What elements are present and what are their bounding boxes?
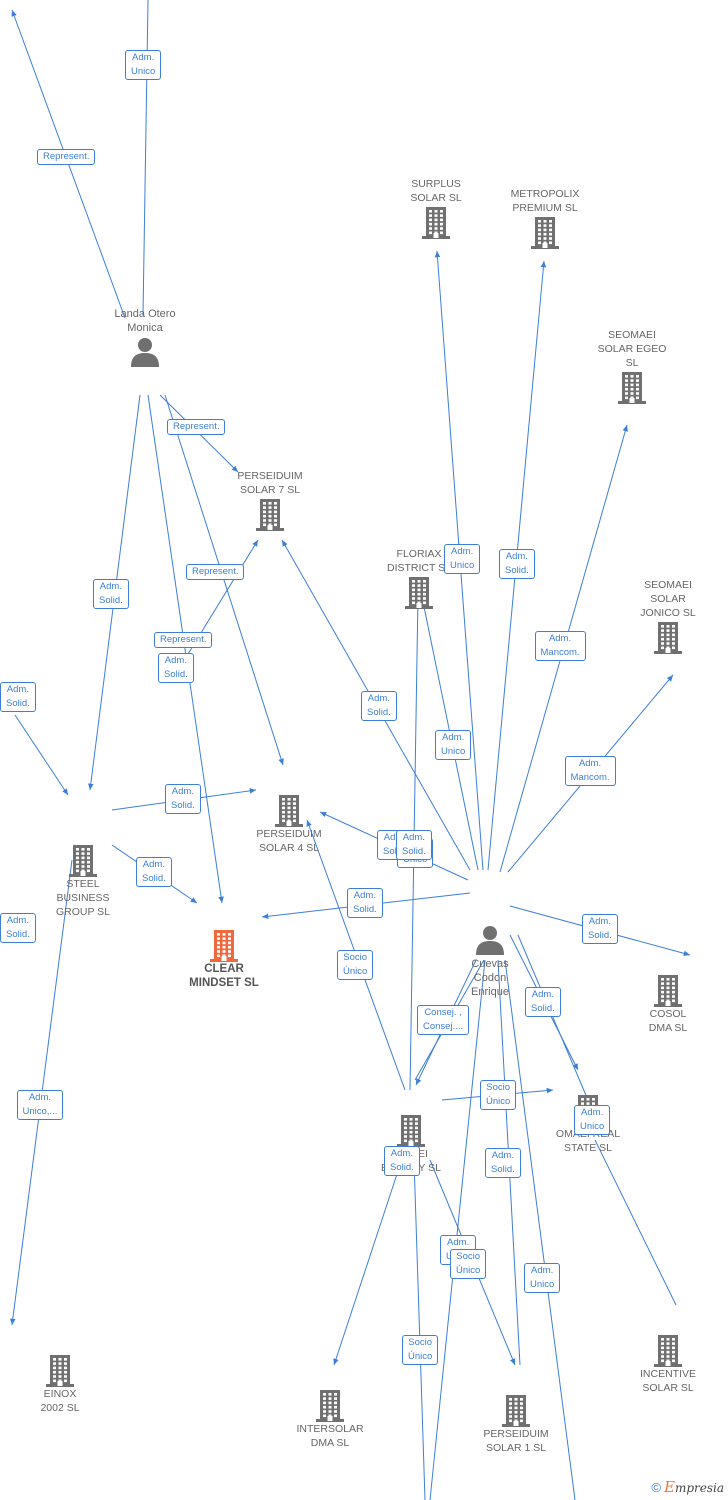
edge-label: Adm. Solid. — [384, 1146, 420, 1176]
node-surplus[interactable]: SURPLUS SOLAR SL — [376, 177, 496, 239]
node-perseiduim4[interactable]: PERSEIDUIM SOLAR 4 SL — [229, 793, 349, 855]
node-perseiduim7[interactable]: PERSEIDUIM SOLAR 7 SL — [210, 469, 330, 531]
edge-label: Adm. Unico — [444, 544, 481, 574]
edge-line — [413, 1159, 426, 1500]
copyright-symbol: © — [651, 1480, 661, 1495]
edge-label: Adm. Mancom. — [564, 756, 616, 786]
node-name: EINOX 2002 SL — [40, 1388, 80, 1414]
node-name: PERSEIDUIM SOLAR 4 SL — [256, 828, 322, 854]
edge-line — [594, 1139, 677, 1306]
building-icon — [618, 372, 646, 404]
node-name: SEOMAEI SOLAR JONICO SL — [640, 579, 696, 619]
node-cosol[interactable]: COSOL DMA SL — [608, 973, 728, 1035]
node-perseiduim1[interactable]: PERSEIDUIM SOLAR 1 SL — [456, 1393, 576, 1455]
edge-label: Adm. Solid. — [361, 691, 397, 721]
building-icon — [502, 1395, 530, 1427]
edge-line — [142, 0, 149, 316]
building-icon — [654, 1335, 682, 1367]
node-name: STEEL BUSINESS GROUP SL — [55, 878, 111, 918]
edge-label: Adm. Solid. — [93, 579, 129, 609]
node-name: Landa Otero Monica — [114, 308, 176, 334]
edge-label: Adm. Mancom. — [534, 631, 586, 661]
edge-label: Adm. Solid. — [347, 888, 383, 918]
node-name: SEOMAEI SOLAR EGEO SL — [597, 329, 667, 369]
edge-line — [147, 394, 224, 904]
node-incentive[interactable]: INCENTIVE SOLAR SL — [608, 1333, 728, 1395]
node-intersolar[interactable]: INTERSOLAR DMA SL — [270, 1388, 390, 1450]
edge-label: Represent. — [154, 632, 213, 648]
building-icon — [397, 1115, 425, 1147]
edge-label: Adm. Solid. — [396, 830, 432, 860]
building-icon — [275, 795, 303, 827]
node-name: COSOL DMA SL — [648, 1008, 688, 1034]
node-name: PERSEIDUIM SOLAR 1 SL — [483, 1428, 549, 1454]
node-cuevas[interactable]: Cuevas Codon Enrique — [430, 923, 550, 999]
edge-label: Adm. Solid. — [0, 913, 36, 943]
logo-text: mpresia — [674, 1481, 724, 1495]
node-name: PERSEIDUIM SOLAR 7 SL — [237, 470, 303, 496]
node-seomaei-jonico[interactable]: SEOMAEI SOLAR JONICO SL — [608, 578, 728, 654]
edge-label: Represent. — [37, 149, 96, 165]
node-name: METROPOLIX PREMIUM SL — [510, 188, 580, 214]
building-icon — [69, 845, 97, 877]
building-icon — [316, 1390, 344, 1422]
building-icon — [531, 217, 559, 249]
edge-line — [333, 1164, 401, 1366]
edge-label: Adm. Solid. — [525, 987, 561, 1017]
edge-line — [164, 394, 284, 766]
building-icon — [422, 207, 450, 239]
edge-label: Socio Único — [480, 1080, 517, 1110]
node-metropolix[interactable]: METROPOLIX PREMIUM SL — [485, 187, 605, 249]
edge-line — [517, 934, 589, 1101]
node-seomaei-egeo[interactable]: SEOMAEI SOLAR EGEO SL — [572, 328, 692, 404]
edge-line — [504, 959, 576, 1500]
node-clear[interactable]: CLEAR MINDSET SL — [164, 928, 284, 990]
edge-label: Adm. Solid. — [0, 682, 36, 712]
edge-label: Adm. Solid. — [582, 914, 618, 944]
empresia-logo: ©Empresia — [651, 1478, 724, 1496]
edge-label: Consej. , Consej.... — [417, 1005, 470, 1035]
edge-label: Adm. Solid. — [136, 857, 172, 887]
edge-label: Adm. Solid. — [165, 784, 201, 814]
edge-label: Adm. Unico — [125, 50, 162, 80]
node-floriax[interactable]: FLORIAX DISTRICT SL — [359, 547, 479, 609]
node-name: SURPLUS SOLAR SL — [410, 178, 462, 204]
edge-label: Adm. Unico — [435, 730, 472, 760]
building-icon — [210, 930, 238, 962]
node-landa[interactable]: Landa Otero Monica — [85, 307, 205, 369]
building-icon — [405, 577, 433, 609]
edge-label: Socio Único — [402, 1335, 439, 1365]
building-icon — [654, 975, 682, 1007]
edge-line — [429, 959, 486, 1500]
edge-label: Adm. Unico — [574, 1105, 611, 1135]
edge-label: Represent. — [186, 564, 245, 580]
logo-initial: E — [663, 1478, 675, 1496]
edge-label: Adm. Solid. — [499, 549, 535, 579]
building-icon — [654, 622, 682, 654]
node-name: Cuevas Codon Enrique — [471, 958, 509, 998]
edge-label: Socio Único — [450, 1249, 487, 1279]
edge-line — [14, 714, 69, 796]
edge-label: Adm. Solid. — [158, 653, 194, 683]
node-steel[interactable]: STEEL BUSINESS GROUP SL — [23, 843, 143, 919]
node-name: CLEAR MINDSET SL — [189, 963, 259, 989]
building-icon — [256, 499, 284, 531]
edge-label: Adm. Solid. — [485, 1148, 521, 1178]
person-icon — [476, 926, 504, 955]
edge-label: Adm. Unico,... — [16, 1090, 64, 1120]
node-name: INTERSOLAR DMA SL — [296, 1423, 364, 1449]
edge-label: Represent. — [167, 419, 226, 435]
person-icon — [131, 338, 159, 367]
building-icon — [46, 1355, 74, 1387]
node-name: INCENTIVE SOLAR SL — [639, 1368, 696, 1394]
edge-label: Socio Único — [337, 950, 374, 980]
edge-label: Adm. Unico — [524, 1263, 561, 1293]
node-einox[interactable]: EINOX 2002 SL — [0, 1353, 120, 1415]
